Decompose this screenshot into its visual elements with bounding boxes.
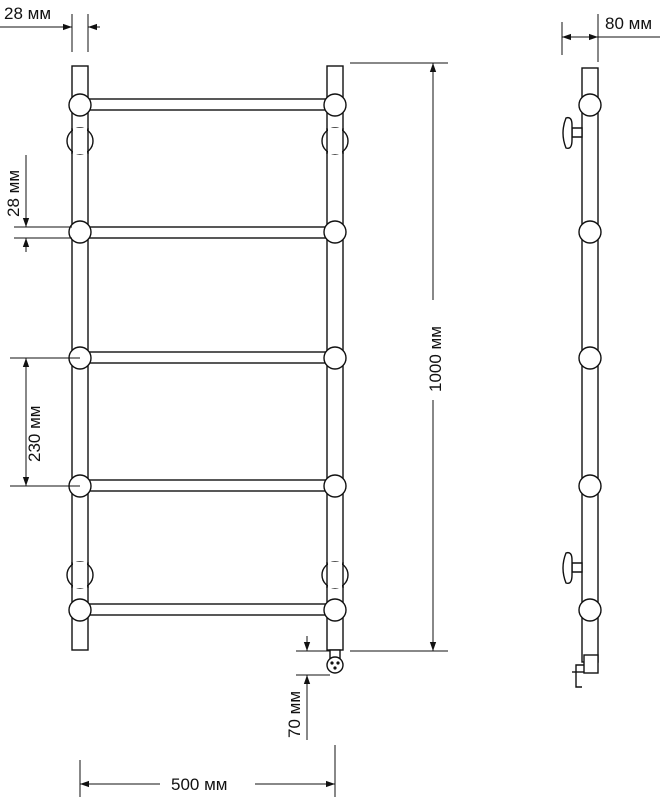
- dim-width-label: 500 мм: [171, 775, 227, 794]
- bar-4: [87, 479, 328, 492]
- bar-3: [87, 351, 328, 364]
- bar-2: [87, 226, 328, 239]
- side-view: [562, 67, 602, 688]
- dim-outlet-label: 70 мм: [285, 691, 304, 738]
- side-outlet: [572, 654, 599, 688]
- dim-spacing: 230 мм: [10, 357, 80, 487]
- dim-height-label: 1000 мм: [426, 326, 445, 392]
- dim-outlet: 70 мм: [285, 636, 330, 740]
- dim-tube-top-label: 28 мм: [4, 4, 51, 23]
- bar-5: [87, 603, 328, 616]
- side-bracket-bottom: [562, 551, 583, 585]
- front-view: [66, 65, 349, 674]
- joint-balls: [68, 93, 347, 622]
- outlet-fitting: [326, 649, 344, 674]
- dim-tube-top: 28 мм: [0, 4, 100, 52]
- dim-spacing-label: 230 мм: [25, 406, 44, 462]
- side-bracket-top: [562, 116, 583, 150]
- dim-tube-left: 28 мм: [4, 155, 72, 252]
- dim-tube-left-label: 28 мм: [4, 170, 23, 217]
- dim-depth: 80 мм: [561, 14, 660, 62]
- bar-1: [87, 98, 328, 111]
- dim-width: 500 мм: [79, 745, 336, 797]
- dim-height: 1000 мм: [350, 62, 448, 652]
- dim-depth-label: 80 мм: [605, 14, 652, 33]
